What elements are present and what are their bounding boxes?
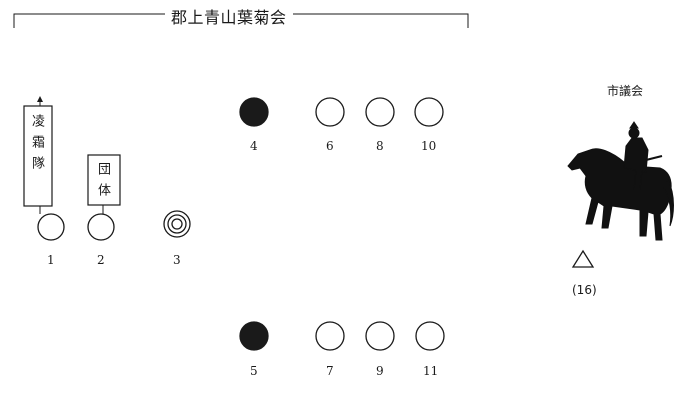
rider-label: (16) xyxy=(572,283,597,297)
marker-label-3: 3 xyxy=(173,253,181,267)
sign-text: 団体 xyxy=(95,162,110,204)
banner-flag xyxy=(23,105,53,207)
marker-7 xyxy=(315,321,345,351)
marker-label-9: 9 xyxy=(376,364,384,378)
marker-label-7: 7 xyxy=(326,364,334,378)
banner-pole-tip xyxy=(37,96,43,102)
marker-label-4: 4 xyxy=(250,139,258,153)
marker-11 xyxy=(415,321,445,351)
marker-label-2: 2 xyxy=(97,253,105,267)
marker-label-11: 11 xyxy=(423,364,439,378)
banner-text: 凌霜隊 xyxy=(29,114,44,177)
sign-board xyxy=(87,154,121,206)
marker-label-6: 6 xyxy=(326,139,334,153)
marker-4 xyxy=(239,97,269,127)
marker-8 xyxy=(365,97,395,127)
marker-label-10: 10 xyxy=(421,139,437,153)
marker-6 xyxy=(315,97,345,127)
marker-10 xyxy=(414,97,444,127)
marker-label-8: 8 xyxy=(376,139,384,153)
marker-9 xyxy=(365,321,395,351)
page-title: 郡上青山葉菊会 xyxy=(165,4,293,28)
triangle-marker xyxy=(571,249,595,268)
marker-label-5: 5 xyxy=(250,364,258,378)
marker-1 xyxy=(37,213,65,241)
marker-5 xyxy=(239,321,269,351)
marker-label-1: 1 xyxy=(47,253,55,267)
marker-3 xyxy=(163,210,191,238)
council-label: 市議会 xyxy=(607,84,644,98)
marker-2 xyxy=(87,213,115,241)
mounted-samurai-icon xyxy=(567,121,674,241)
